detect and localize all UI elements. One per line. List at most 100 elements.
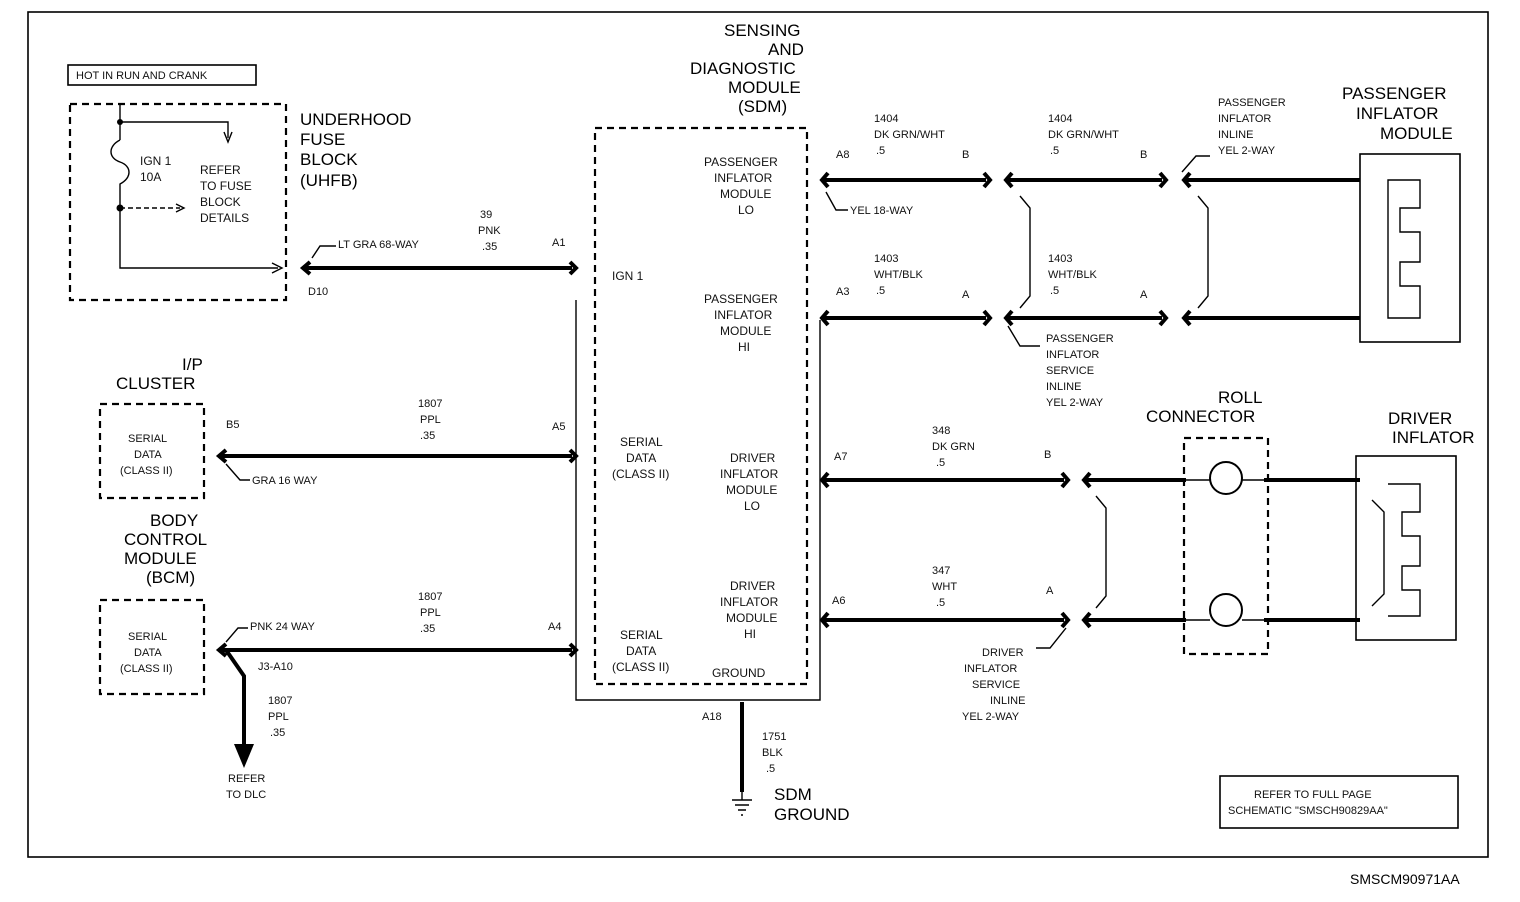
drv-service-5: YEL 2-WAY bbox=[962, 711, 1020, 723]
w1751-color: BLK bbox=[762, 747, 783, 759]
pin-pa2: A bbox=[1140, 289, 1148, 301]
ip-cluster: I/P CLUSTER SERIAL DATA (CLASS II) GRA 1… bbox=[98, 355, 579, 500]
pass-inline-1: PASSENGER bbox=[1218, 97, 1286, 109]
pass-service-2: INFLATOR bbox=[1046, 349, 1099, 361]
sdm-ground-1: SDM bbox=[774, 785, 812, 804]
sdm-title-3: DIAGNOSTIC bbox=[690, 59, 796, 78]
w348-num: 348 bbox=[932, 425, 950, 437]
w1403b-num: 1403 bbox=[1048, 253, 1072, 265]
w39-num: 39 bbox=[480, 209, 492, 221]
bcm-title-1: BODY bbox=[150, 511, 198, 530]
w1807b-gauge: .35 bbox=[420, 623, 435, 635]
pass-service-4: INLINE bbox=[1046, 381, 1081, 393]
refer-full-1: REFER TO FULL PAGE bbox=[1254, 789, 1372, 801]
pin-a7: A7 bbox=[834, 451, 847, 463]
driver-title-1: DRIVER bbox=[1388, 409, 1452, 428]
w1404b-color: DK GRN/WHT bbox=[1048, 129, 1119, 141]
sdm-serial1-1: SERIAL bbox=[620, 435, 663, 449]
pin-da: A bbox=[1046, 585, 1054, 597]
sdm-serial1-3: (CLASS II) bbox=[612, 467, 669, 481]
bcm-serial-3: (CLASS II) bbox=[120, 663, 173, 675]
sdm-title-2: AND bbox=[768, 40, 804, 59]
diagram-frame bbox=[27, 11, 1489, 858]
sdm-pass-hi-2: INFLATOR bbox=[714, 308, 773, 322]
sdm-drv-hi-4: HI bbox=[744, 627, 756, 641]
ip-box bbox=[98, 402, 206, 500]
roll-connector-box bbox=[1182, 436, 1270, 656]
bcm-connector: PNK 24 WAY bbox=[250, 621, 315, 633]
roll-title-2: CONNECTOR bbox=[1146, 407, 1255, 426]
refer-full-box: REFER TO FULL PAGE SCHEMATIC "SMSCH90829… bbox=[1219, 775, 1459, 829]
bcm-refer-2: TO DLC bbox=[226, 789, 266, 801]
pin-db: B bbox=[1044, 449, 1051, 461]
pin-d10: D10 bbox=[308, 286, 328, 298]
w1403a-gauge: .5 bbox=[876, 285, 885, 297]
w1403a-color: WHT/BLK bbox=[874, 269, 924, 281]
w1807a-color: PPL bbox=[420, 414, 441, 426]
drv-service-3: SERVICE bbox=[972, 679, 1020, 691]
bcm-title-3: MODULE bbox=[124, 549, 197, 568]
w1807c-gauge: .35 bbox=[270, 727, 285, 739]
sdm-pass-lo-2: INFLATOR bbox=[714, 171, 773, 185]
drv-service-4: INLINE bbox=[990, 695, 1025, 707]
pin-pa1: A bbox=[962, 289, 970, 301]
uhfb-connector: LT GRA 68-WAY bbox=[338, 239, 420, 251]
bcm-box bbox=[98, 598, 206, 696]
pass-title-3: MODULE bbox=[1380, 124, 1453, 143]
sdm-serial2-2: DATA bbox=[626, 644, 656, 658]
w1807b-color: PPL bbox=[420, 607, 441, 619]
w1403b-color: WHT/BLK bbox=[1048, 269, 1098, 281]
pin-a6: A6 bbox=[832, 595, 845, 607]
driver-module-box bbox=[1355, 455, 1457, 641]
drv-service-2: INFLATOR bbox=[964, 663, 1017, 675]
fuse-rating: 10A bbox=[140, 170, 161, 184]
sdm-drv-hi-1: DRIVER bbox=[730, 579, 776, 593]
pass-inline-3: INLINE bbox=[1218, 129, 1253, 141]
refer-full-2: SCHEMATIC "SMSCH90829AA" bbox=[1228, 805, 1388, 817]
refer-fuse-2: TO FUSE bbox=[200, 179, 252, 193]
ip-serial-2: DATA bbox=[134, 449, 162, 461]
pass-title-1: PASSENGER bbox=[1342, 84, 1447, 103]
w348-color: DK GRN bbox=[932, 441, 975, 453]
w1403a-num: 1403 bbox=[874, 253, 898, 265]
pass-title-2: INFLATOR bbox=[1356, 104, 1439, 123]
w1751-num: 1751 bbox=[762, 731, 786, 743]
w347-color: WHT bbox=[932, 581, 957, 593]
uhfb-title-3: BLOCK bbox=[300, 150, 358, 169]
sdm-serial1-2: DATA bbox=[626, 451, 656, 465]
pass-module-box bbox=[1359, 153, 1461, 343]
pin-b5: B5 bbox=[226, 419, 239, 431]
pass-module-connector bbox=[1387, 179, 1421, 319]
ip-title-1: I/P bbox=[182, 355, 203, 374]
w348-gauge: .5 bbox=[936, 457, 945, 469]
drv-service-1: DRIVER bbox=[982, 647, 1024, 659]
sdm-title-4: MODULE bbox=[728, 78, 801, 97]
sdm-pass-hi-1: PASSENGER bbox=[704, 292, 778, 306]
driver-title-2: INFLATOR bbox=[1392, 428, 1475, 447]
ip-connector: GRA 16 WAY bbox=[252, 475, 318, 487]
sdm-drv-lo-1: DRIVER bbox=[730, 451, 776, 465]
pin-a8: A8 bbox=[836, 149, 849, 161]
ip-serial-3: (CLASS II) bbox=[120, 465, 173, 477]
refer-fuse-1: REFER bbox=[200, 163, 241, 177]
sdm-connector: YEL 18-WAY bbox=[850, 205, 914, 217]
driver-module-connector bbox=[1388, 483, 1421, 617]
hot-in-run-label: HOT IN RUN AND CRANK bbox=[76, 70, 208, 82]
pin-pb2: B bbox=[1140, 149, 1147, 161]
bcm-serial-1: SERIAL bbox=[128, 631, 167, 643]
bcm-refer-1: REFER bbox=[228, 773, 265, 785]
pin-j3a10: J3-A10 bbox=[258, 661, 293, 673]
uhfb: UNDERHOOD FUSE BLOCK (UHFB) IGN 1 10A RE… bbox=[68, 102, 411, 302]
sdm-pass-lo-4: LO bbox=[738, 203, 754, 217]
bcm-serial-2: DATA bbox=[134, 647, 162, 659]
fuse-name: IGN 1 bbox=[140, 154, 172, 168]
uhfb-title-4: (UHFB) bbox=[300, 171, 358, 190]
w1807c-color: PPL bbox=[268, 711, 289, 723]
w1404a-num: 1404 bbox=[874, 113, 898, 125]
sdm-ground-2: GROUND bbox=[774, 805, 850, 824]
pass-inline-2: INFLATOR bbox=[1218, 113, 1271, 125]
refer-fuse-3: BLOCK bbox=[200, 195, 241, 209]
pass-service-5: YEL 2-WAY bbox=[1046, 397, 1104, 409]
sdm-ground-label: GROUND bbox=[712, 666, 766, 680]
